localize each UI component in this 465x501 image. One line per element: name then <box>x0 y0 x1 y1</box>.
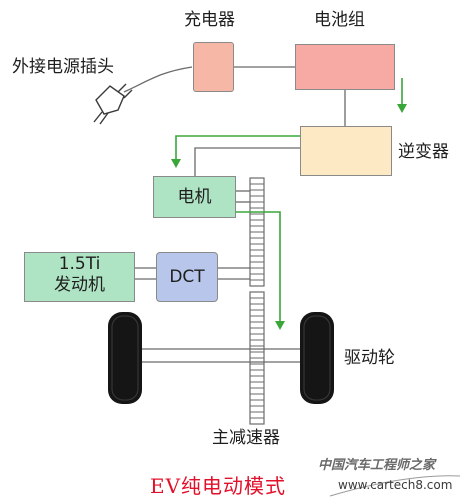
engine-box <box>24 252 135 302</box>
inverter-box <box>300 126 392 176</box>
inverter-motor-line <box>194 147 300 176</box>
engine-label: 1.5Ti 发动机 <box>54 254 105 296</box>
power-cable <box>123 66 193 93</box>
motor-box <box>153 176 236 218</box>
gear-rack-icon <box>249 177 265 287</box>
plug-icon <box>93 83 133 125</box>
inverter-label: 逆变器 <box>398 142 449 162</box>
watermark-url: www.cartech8.com <box>338 478 453 492</box>
wheel-icon <box>108 312 142 404</box>
flow-arrow-icon <box>397 78 407 113</box>
mode-caption: EV纯电动模式 <box>150 474 287 498</box>
flow-arrow-icon <box>236 211 285 330</box>
dct-box <box>156 252 218 302</box>
battery-pack-label: 电池组 <box>314 10 365 30</box>
watermark-swoosh <box>329 475 461 497</box>
flow-arrow-icon <box>171 135 300 168</box>
final-drive-label: 主减速器 <box>212 428 280 448</box>
external-plug-label: 外接电源插头 <box>12 57 114 77</box>
dct-label: DCT <box>169 267 205 287</box>
charger-box <box>193 42 234 92</box>
charger-label: 充电器 <box>184 10 235 30</box>
watermark-site-name: 中国汽车工程师之家 <box>318 458 436 473</box>
battery-pack-box <box>295 44 395 90</box>
drive-wheel-label: 驱动轮 <box>344 348 395 368</box>
wheel-icon <box>300 312 334 404</box>
gear-rack-icon <box>249 291 265 425</box>
motor-label: 电机 <box>177 187 212 207</box>
